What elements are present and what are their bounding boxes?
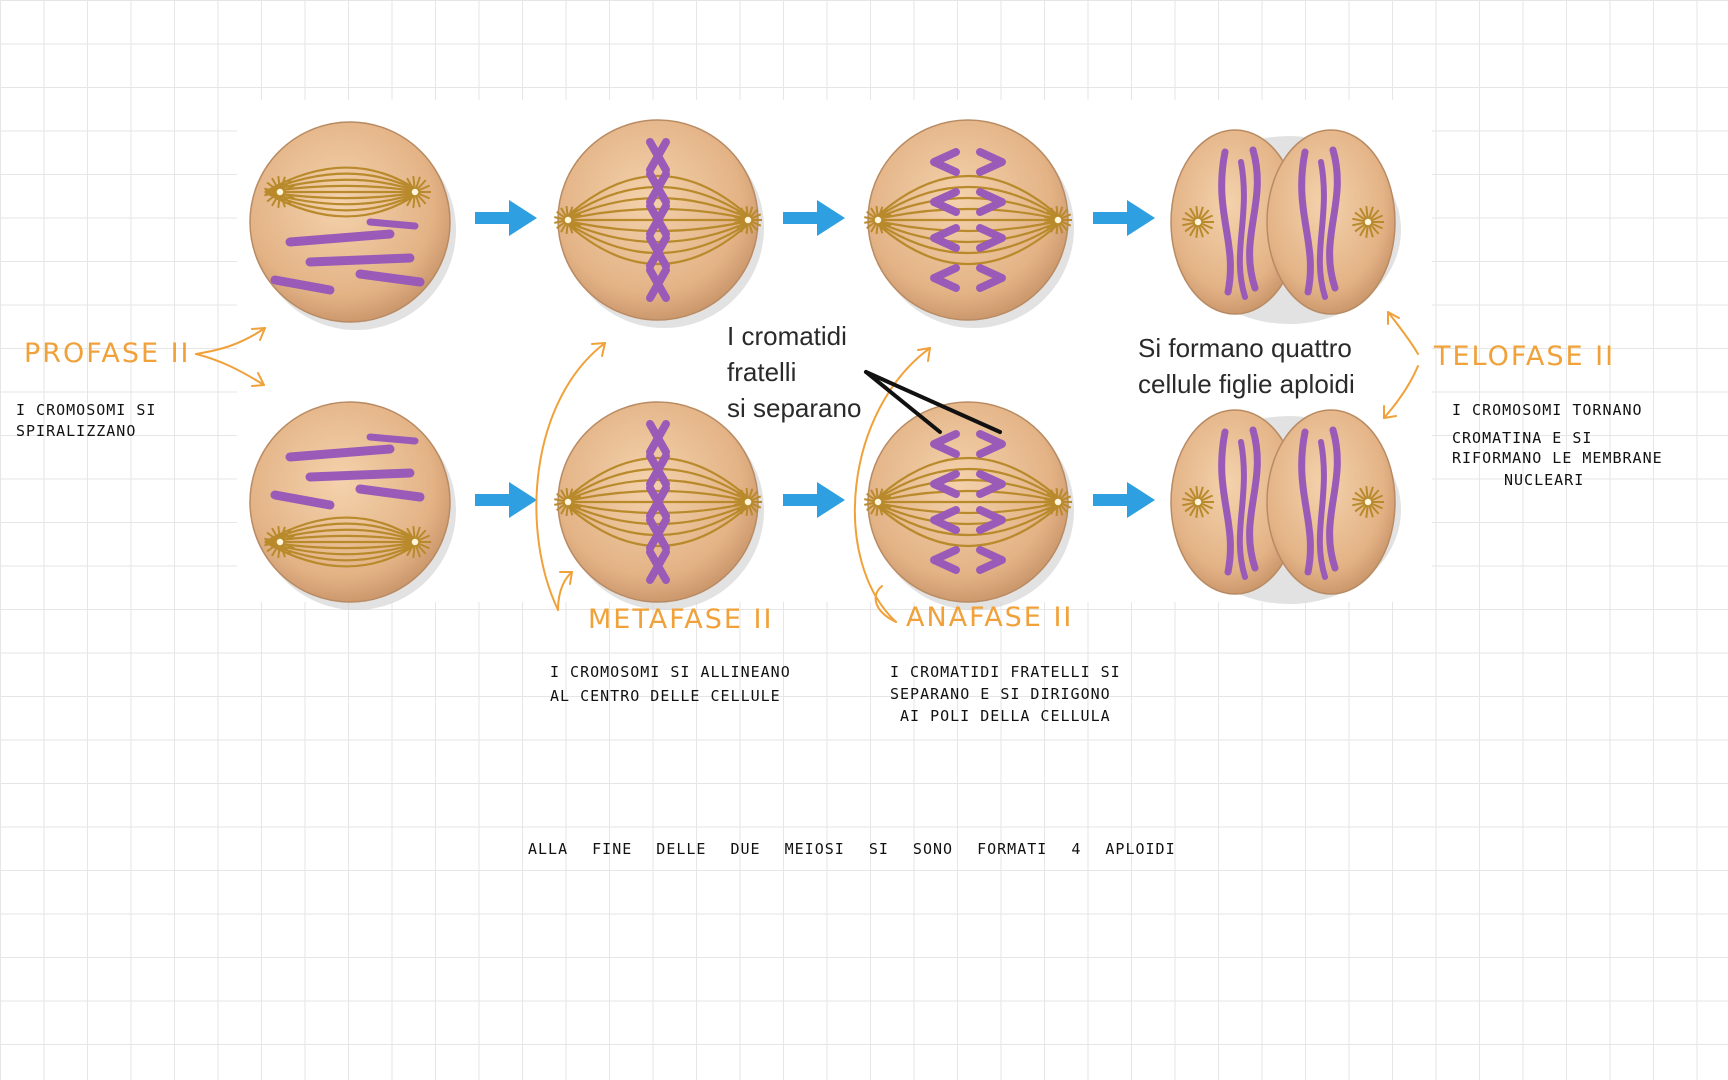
chromosome [370, 437, 415, 441]
chromosome [310, 258, 410, 262]
telofase-note-line2: cromatina e si [1452, 428, 1592, 449]
telofase-title: TELOFASE II [1434, 341, 1615, 372]
profase-arrow-down [196, 354, 264, 385]
cellule-label: Si formano quattro cellule figlie aploid… [1138, 330, 1355, 402]
centrosome [564, 498, 572, 506]
profase-arrow-up [196, 328, 265, 354]
centrosome [1364, 498, 1372, 506]
telophase-cell-bottom [1171, 410, 1401, 604]
blue-arrow [475, 482, 537, 518]
anaphase-cell-bottom [864, 402, 1074, 610]
anafase-note-line3: ai poli della cellula [900, 706, 1111, 727]
centrosome [276, 188, 284, 196]
telofase-arrow-down [1384, 366, 1418, 418]
anafase-arrow-down [876, 586, 896, 622]
anafase-title: ANAFASE II [906, 602, 1073, 633]
blue-arrow [783, 200, 845, 236]
chromosome [370, 222, 415, 226]
centrosome [744, 498, 752, 506]
blue-arrow [1093, 200, 1155, 236]
cromatidi-label-line2: fratelli [727, 354, 861, 390]
cell-membrane [250, 402, 450, 602]
centrosome [1194, 218, 1202, 226]
anafase-note-line1: I cromatidi fratelli si [890, 662, 1121, 683]
metaphase-cell-top [554, 120, 764, 328]
cromatidi-label-line1: I cromatidi [727, 318, 861, 354]
centrosome [1364, 218, 1372, 226]
telofase-arrow-up [1388, 312, 1418, 354]
centrosome [276, 538, 284, 546]
telophase-cell-top [1171, 130, 1401, 324]
telofase-note-line4: nucleari [1504, 470, 1584, 491]
cromatidi-label: I cromatidi fratelli si separano [727, 318, 861, 426]
profase-note: I cromosomi si spiralizzano [16, 400, 186, 442]
anaphase-cell-top [864, 120, 1074, 328]
centrosome [874, 498, 882, 506]
chromosome [310, 473, 410, 477]
telofase-note-line3: riformano le membrane [1452, 448, 1663, 469]
cell-membrane [250, 122, 450, 322]
cellule-label-line2: cellule figlie aploidi [1138, 366, 1355, 402]
blue-arrow [475, 200, 537, 236]
metafase-note-line1: I cromosomi si allineano [550, 662, 791, 683]
blue-arrow [783, 482, 845, 518]
centrosome [1054, 498, 1062, 506]
cromatidi-label-line3: si separano [727, 390, 861, 426]
centrosome [744, 216, 752, 224]
metafase-note-line2: al centro delle cellule [550, 686, 781, 707]
cellule-label-line1: Si formano quattro [1138, 330, 1355, 366]
anafase-note-line2: separano e si dirigono [890, 684, 1111, 705]
centrosome [1194, 498, 1202, 506]
centrosome [411, 188, 419, 196]
telofase-note-line1: I cromosomi tornano [1452, 400, 1643, 421]
metafase-arrow-down [558, 572, 572, 610]
centrosome [874, 216, 882, 224]
centrosome [1054, 216, 1062, 224]
centrosome [564, 216, 572, 224]
prophase-cell-top [250, 122, 456, 330]
prophase-cell-bottom [250, 402, 456, 610]
profase-title: PROFASE II [24, 338, 191, 369]
metaphase-cell-bottom [554, 402, 764, 610]
bottom-note: alla fine delle due meiosi si sono forma… [528, 839, 1176, 860]
metafase-title: METAFASE II [588, 604, 773, 635]
blue-arrow [1093, 482, 1155, 518]
centrosome [411, 538, 419, 546]
